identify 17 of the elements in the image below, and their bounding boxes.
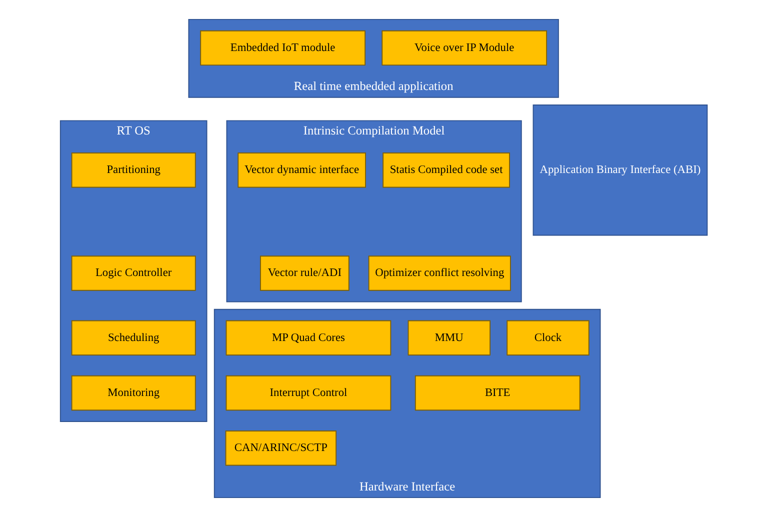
node-box: Interrupt Control — [226, 375, 392, 411]
node-box: Embedded IoT module — [200, 30, 366, 66]
node-box: Scheduling — [71, 320, 196, 356]
node-box: Logic Controller — [71, 256, 196, 291]
node-box: CAN/ARINC/SCTP — [225, 430, 337, 466]
node-box: Partitioning — [71, 152, 196, 188]
node-box: Clock — [506, 320, 590, 356]
node-box: Vector rule/ADI — [260, 256, 350, 291]
node-box: MP Quad Cores — [226, 320, 392, 356]
node-box: Application Binary Interface (ABI) — [532, 104, 708, 236]
node-box: Optimizer conflict resolving — [368, 256, 511, 291]
node-box: Vector dynamic interface — [238, 152, 366, 188]
node-box: BITE — [414, 375, 580, 411]
node-box: Monitoring — [71, 375, 196, 411]
node-box: Voice over IP Module — [382, 30, 548, 66]
node-box: MMU — [408, 320, 490, 356]
node-box: Statis Compiled code set — [382, 152, 510, 188]
